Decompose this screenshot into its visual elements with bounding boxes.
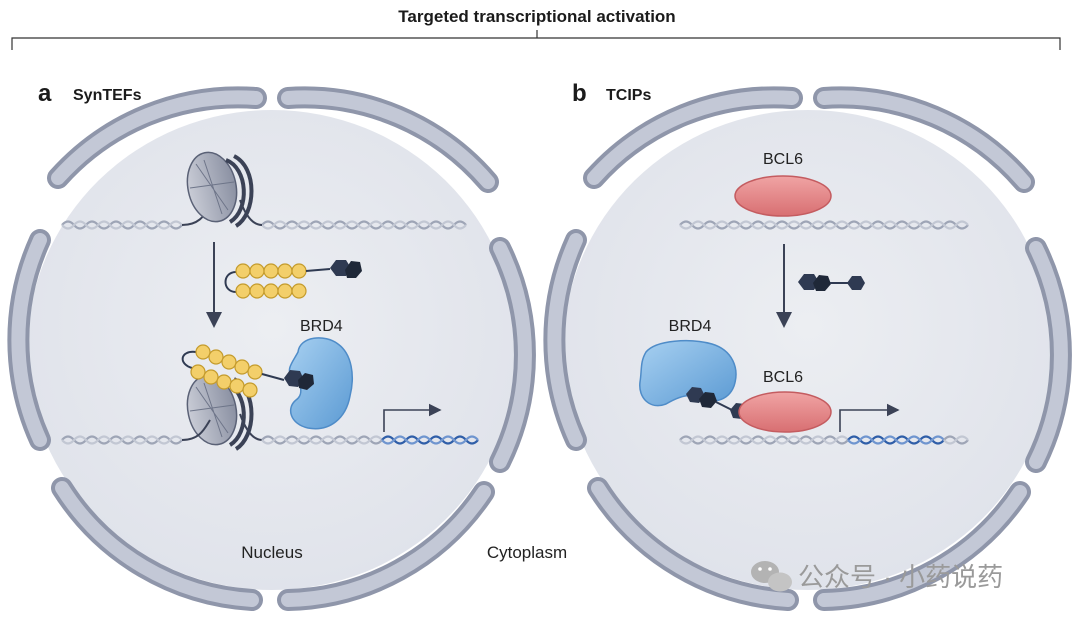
panel-a-letter: a bbox=[38, 80, 52, 107]
dna-bottom-a bbox=[61, 413, 479, 445]
watermark-text: 公众号 · 小药说药 bbox=[798, 562, 1003, 592]
panel-a: a SynTEFs bbox=[7, 80, 536, 611]
bcl6-bottom-label: BCL6 bbox=[763, 369, 803, 386]
cytoplasm-label: Cytoplasm bbox=[487, 543, 567, 562]
syntef-bound-a bbox=[181, 344, 314, 398]
tss-arrow-a bbox=[383, 403, 442, 432]
brd4-label-a: BRD4 bbox=[300, 318, 343, 335]
tss-arrow-b bbox=[839, 403, 900, 432]
dna-bottom-b bbox=[679, 435, 969, 445]
nucleus-a bbox=[27, 110, 517, 590]
wechat-icon bbox=[751, 561, 792, 592]
nucleosome-top-a bbox=[186, 151, 254, 228]
watermark: 公众号 · 小药说药 bbox=[751, 561, 1003, 592]
bcl6-top-label: BCL6 bbox=[763, 151, 803, 168]
syntef-molecule-a bbox=[224, 260, 362, 299]
bcl6-bottom-protein bbox=[738, 391, 832, 433]
panel-b-letter: b bbox=[572, 80, 587, 107]
brd4-label-b: BRD4 bbox=[669, 318, 712, 335]
panel-b: b TCIPs BCL6 bbox=[543, 80, 1072, 611]
nucleus-b bbox=[563, 110, 1053, 590]
figure-title: Targeted transcriptional activation bbox=[398, 7, 675, 26]
nucleus-label: Nucleus bbox=[241, 543, 302, 562]
dna-top-b bbox=[679, 220, 969, 230]
tcip-molecule-b bbox=[798, 274, 865, 291]
panel-b-name: TCIPs bbox=[606, 87, 651, 104]
bcl6-top-protein bbox=[734, 175, 832, 217]
panel-a-name: SynTEFs bbox=[73, 87, 142, 104]
title-bracket bbox=[11, 30, 1061, 50]
